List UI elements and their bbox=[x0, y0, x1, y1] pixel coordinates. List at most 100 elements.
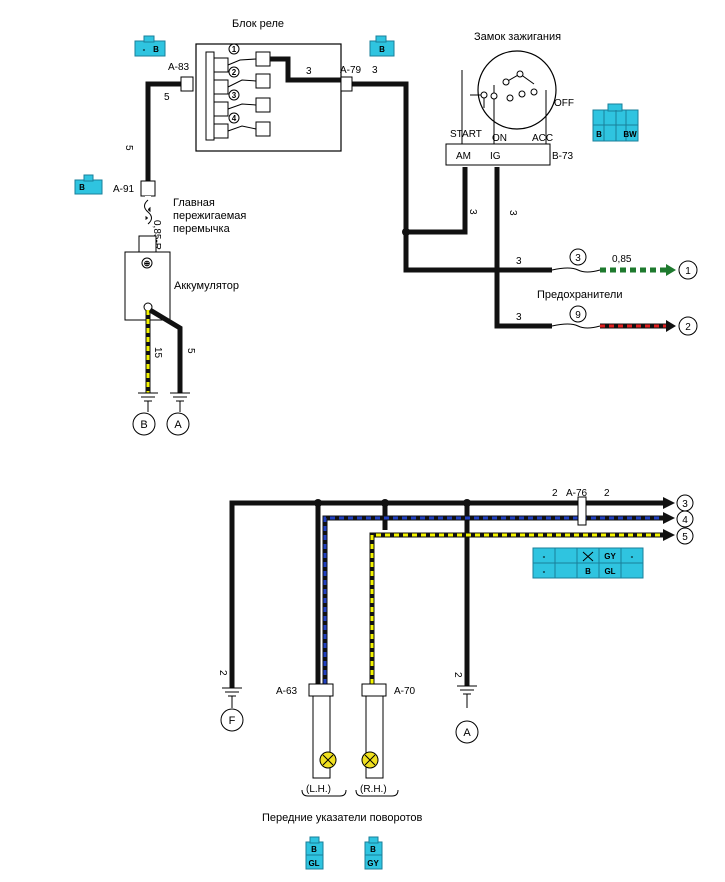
ignition-title: Замок зажигания bbox=[474, 31, 561, 43]
ignition-ig: IG bbox=[490, 151, 501, 162]
wire-3a: 3 bbox=[306, 66, 312, 77]
relay-block-title: Блок реле bbox=[232, 18, 284, 30]
a76-label: A-76 bbox=[566, 488, 588, 499]
svg-text:B: B bbox=[370, 845, 376, 854]
wire-15: 15 bbox=[152, 347, 163, 359]
connector-icon-lh: B GL bbox=[305, 836, 324, 870]
turn-signal-lh bbox=[312, 695, 337, 779]
wire-5b: 5 bbox=[123, 145, 134, 151]
a63-label: A-63 bbox=[276, 686, 298, 697]
wire-5c: 5 bbox=[185, 348, 196, 354]
svg-text:B: B bbox=[153, 45, 159, 54]
svg-text:-: - bbox=[543, 552, 546, 561]
a63-connector bbox=[308, 683, 334, 697]
a83-label: A-83 bbox=[168, 62, 190, 73]
rh-label: (R.H.) bbox=[360, 784, 387, 795]
relay-pin-2: 2 bbox=[232, 68, 237, 77]
output-2: 2 bbox=[678, 316, 698, 336]
fusible-link-line2: пережигаемая bbox=[173, 210, 246, 222]
svg-text:4: 4 bbox=[682, 515, 688, 526]
svg-text:A: A bbox=[463, 727, 471, 739]
output-3: 3 bbox=[676, 494, 694, 512]
svg-text:B: B bbox=[311, 845, 317, 854]
wire-085: 0,85 bbox=[612, 254, 632, 265]
svg-text:3: 3 bbox=[575, 253, 581, 264]
connector-icon-a76: - - B GY GL - bbox=[532, 547, 644, 579]
ignition-off: OFF bbox=[554, 98, 574, 109]
connector-icon-b73: B BW bbox=[592, 103, 639, 142]
fusible-link-line3: перемычка bbox=[173, 223, 231, 235]
svg-text:B: B bbox=[79, 183, 85, 192]
svg-text:GL: GL bbox=[308, 859, 319, 868]
fusible-link-line1: Главная bbox=[173, 197, 215, 209]
ignition-start: START bbox=[450, 129, 482, 140]
wire-2c: 2 bbox=[217, 670, 228, 676]
connector-icon-top-left: B - bbox=[134, 35, 166, 57]
a91-label: A-91 bbox=[113, 184, 135, 195]
b73-label: B-73 bbox=[552, 151, 574, 162]
ground-a2: A bbox=[455, 685, 479, 744]
turn-signal-rh bbox=[361, 695, 384, 779]
svg-text:GL: GL bbox=[604, 567, 615, 576]
svg-text:A: A bbox=[174, 419, 182, 431]
svg-text:B: B bbox=[379, 45, 385, 54]
a70-connector bbox=[361, 683, 387, 697]
output-4: 4 bbox=[676, 510, 694, 528]
relay-pin-3: 3 bbox=[232, 91, 237, 100]
a70-label: A-70 bbox=[394, 686, 416, 697]
ground-b: B bbox=[132, 392, 158, 436]
wire-2a: 2 bbox=[552, 488, 558, 499]
svg-text:5: 5 bbox=[682, 532, 688, 543]
ground-f: F bbox=[220, 687, 244, 732]
svg-text:GY: GY bbox=[604, 552, 616, 561]
output-5: 5 bbox=[676, 527, 694, 545]
a91-connector bbox=[140, 180, 156, 197]
svg-text:1: 1 bbox=[685, 266, 691, 277]
battery-plus: ⊕ bbox=[144, 259, 151, 268]
svg-text:-: - bbox=[543, 567, 546, 576]
relay-block: 1 2 3 4 bbox=[195, 43, 342, 152]
connector-icon-rh: B GY bbox=[364, 836, 383, 870]
wire-5a: 5 bbox=[164, 92, 170, 103]
fuse-3: 3 bbox=[551, 248, 601, 273]
ignition-acc: ACC bbox=[532, 133, 553, 144]
fuse-9: 9 bbox=[551, 305, 601, 329]
svg-text:3: 3 bbox=[682, 499, 688, 510]
turn-signals-label: Передние указатели поворотов bbox=[262, 812, 423, 824]
ignition-am: AM bbox=[456, 151, 471, 162]
output-1: 1 bbox=[678, 260, 698, 280]
svg-text:2: 2 bbox=[685, 322, 691, 333]
relay-pin-1: 1 bbox=[232, 45, 237, 54]
a76-connector bbox=[577, 496, 587, 526]
svg-text:BW: BW bbox=[623, 130, 637, 139]
ignition-on: ON bbox=[492, 133, 507, 144]
connector-icon-a91: B bbox=[74, 174, 103, 195]
a83-connector bbox=[180, 76, 194, 92]
wire-3b: 3 bbox=[372, 65, 378, 76]
svg-text:9: 9 bbox=[575, 310, 581, 321]
svg-text:-: - bbox=[143, 45, 146, 54]
wire-3c: 3 bbox=[467, 209, 478, 215]
a79-label: A-79 bbox=[340, 65, 362, 76]
a79-connector bbox=[340, 76, 353, 92]
wire-3d: 3 bbox=[507, 210, 518, 216]
wire-2d: 2 bbox=[452, 672, 463, 678]
ground-a: A bbox=[166, 392, 190, 436]
svg-text:B: B bbox=[585, 567, 591, 576]
wire-2b: 2 bbox=[604, 488, 610, 499]
connector-icon-a79: B bbox=[369, 35, 395, 57]
battery: ⊕ bbox=[124, 235, 171, 321]
svg-text:B: B bbox=[596, 130, 602, 139]
lh-label: (L.H.) bbox=[306, 784, 331, 795]
relay-pin-4: 4 bbox=[232, 114, 237, 123]
svg-text:F: F bbox=[229, 715, 236, 727]
battery-label: Аккумулятор bbox=[174, 280, 239, 292]
fuses-label: Предохранители bbox=[537, 289, 623, 301]
wire-3e: 3 bbox=[516, 256, 522, 267]
svg-text:GY: GY bbox=[367, 859, 379, 868]
ignition-switch bbox=[445, 50, 557, 166]
wire-085r: 0,85-R bbox=[151, 220, 162, 250]
svg-text:-: - bbox=[631, 552, 634, 561]
wire-3f: 3 bbox=[516, 312, 522, 323]
svg-text:B: B bbox=[140, 419, 147, 431]
